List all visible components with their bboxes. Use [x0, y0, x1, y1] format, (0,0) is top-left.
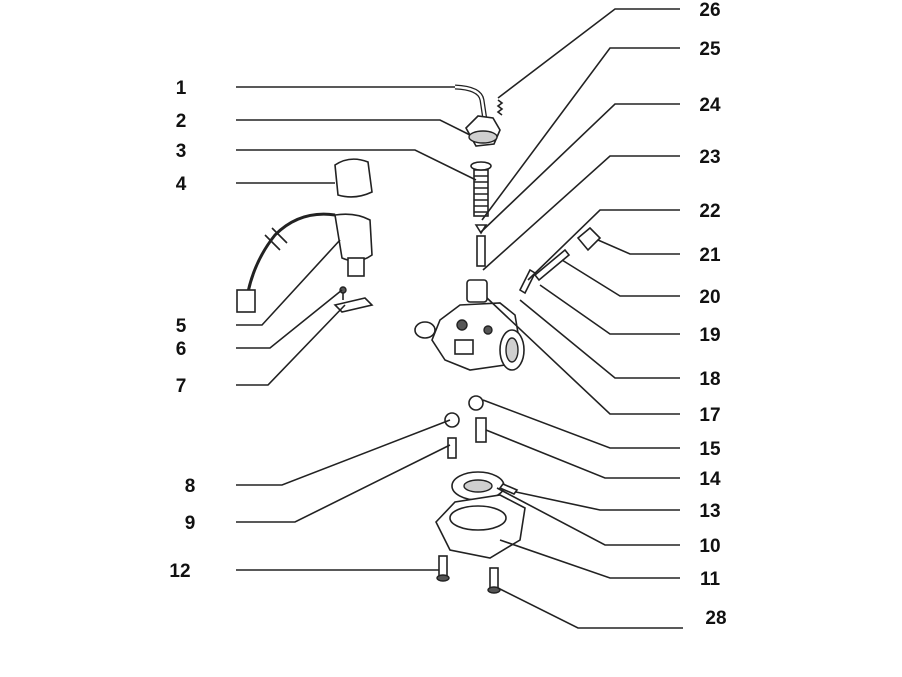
callout-11: 11	[700, 569, 721, 590]
callout-21: 21	[699, 245, 721, 266]
callout-7: 7	[176, 376, 187, 397]
callout-2: 2	[176, 111, 187, 132]
callout-8: 8	[185, 476, 196, 497]
callout-28: 28	[705, 608, 726, 629]
callout-1: 1	[176, 78, 187, 99]
callout-14: 14	[699, 469, 721, 490]
callout-3: 3	[176, 141, 187, 162]
callout-9: 9	[185, 513, 196, 534]
callout-labels: 1 2 3 4 5 6 7 8 9 12 26 25 24 23 22 21 2…	[169, 0, 726, 629]
callout-5: 5	[176, 316, 187, 337]
callout-18: 18	[699, 369, 720, 390]
callout-15: 15	[699, 439, 721, 460]
callout-23: 23	[699, 147, 720, 168]
callout-10: 10	[699, 536, 720, 557]
callout-12: 12	[169, 561, 190, 582]
callout-25: 25	[699, 39, 721, 60]
callout-4: 4	[176, 174, 187, 195]
leader-lines	[236, 8, 683, 629]
callout-17: 17	[699, 405, 720, 426]
callout-24: 24	[699, 95, 721, 116]
callout-26: 26	[699, 0, 720, 21]
callout-13: 13	[699, 501, 720, 522]
callout-22: 22	[699, 201, 720, 222]
callout-6: 6	[176, 339, 187, 360]
callout-19: 19	[699, 325, 720, 346]
callout-20: 20	[699, 287, 720, 308]
carburetor-parts-drawing	[236, 84, 602, 594]
